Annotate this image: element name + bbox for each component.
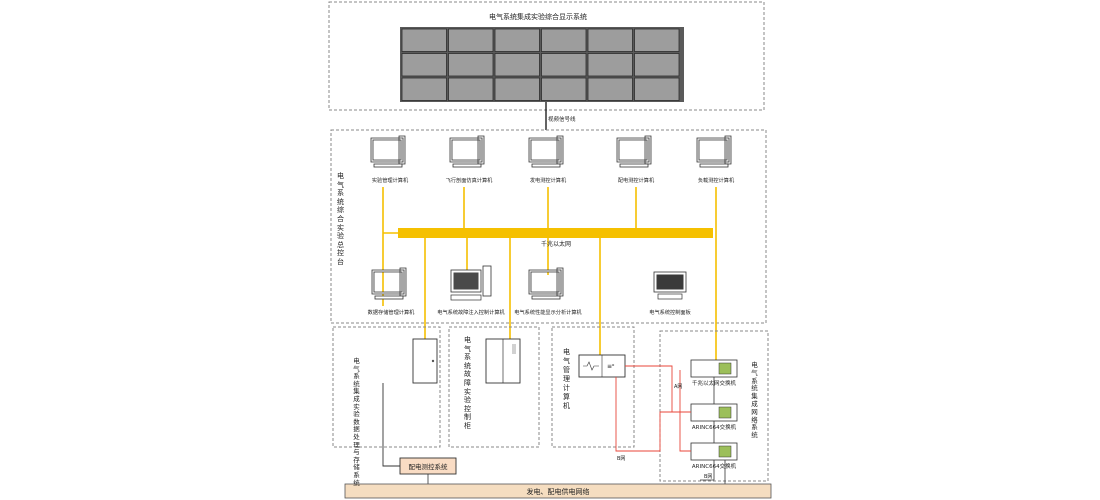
- gigabit-ethernet-bus: [398, 228, 713, 238]
- terminal-control-panel: 电气系统控制面板: [649, 271, 692, 316]
- video-wall-screen: [448, 77, 494, 101]
- terminal-label: 数据存储管理计算机: [368, 308, 416, 316]
- terminal-label: 电气系统故障注入控制计算机: [437, 308, 505, 316]
- management-computer-unit: ≡ᵒ: [578, 354, 626, 378]
- computer-monitor-icon: [371, 267, 407, 297]
- keyboard-icon: [450, 294, 482, 301]
- video-wall-screen: [448, 28, 494, 52]
- video-wall-screen: [401, 77, 447, 101]
- video-wall-screen: [587, 53, 633, 77]
- link-label-a: A网: [674, 384, 682, 390]
- terminal-load-control: 负载测控计算机: [696, 135, 735, 184]
- video-wall-screen: [494, 28, 540, 52]
- management-computer-frame: [551, 326, 635, 448]
- terminal-label: 实验管理计算机: [372, 176, 409, 184]
- link-label-b: B网: [617, 456, 625, 462]
- video-wall-screen: [494, 77, 540, 101]
- bottom-terminal-row: 数据存储管理计算机 电气系统故障注入控制计算机 电气系统性能显示分析计算机 电气…: [368, 265, 692, 316]
- video-wall-screen: [401, 28, 447, 52]
- top-terminal-row: 实验管理计算机 飞行剖面仿真计算机 发电测控计算机 配电测控计算机 负载测控计算…: [370, 135, 735, 184]
- network-system-frame: [659, 330, 769, 482]
- video-wall-screen: [634, 53, 680, 77]
- fault-cabinet-title: 电气系统故障实验控制柜: [464, 336, 471, 430]
- terminal-label: 电气系统控制面板: [649, 308, 691, 316]
- computer-monitor-icon: [528, 267, 564, 297]
- computer-monitor-icon: [528, 135, 564, 165]
- fault-control-cabinet: [485, 338, 521, 384]
- storage-to-distribution-line: [382, 383, 400, 467]
- link-label-b-2: B网: [704, 474, 712, 480]
- video-wall-screen: [587, 77, 633, 101]
- video-wall-screen: [541, 28, 587, 52]
- video-wall-screen: [494, 53, 540, 77]
- switch-port-icon: [718, 406, 732, 419]
- terminal-data-storage: 数据存储管理计算机: [368, 267, 416, 316]
- terminal-flight-profile: 飞行剖面仿真计算机: [446, 135, 494, 184]
- terminal-label: 负载测控计算机: [698, 176, 735, 184]
- svg-text:≡ᵒ: ≡ᵒ: [607, 363, 615, 370]
- computer-monitor-icon: [616, 135, 652, 165]
- terminal-label: 发电测控计算机: [530, 176, 567, 184]
- terminal-label: 飞行剖面仿真计算机: [446, 176, 494, 184]
- terminal-generation-control: 发电测控计算机: [528, 135, 567, 184]
- storage-cabinet: [412, 338, 438, 384]
- signal-wave-icon: [583, 361, 599, 371]
- computer-monitor-icon: [696, 135, 732, 165]
- fault-cabinet-frame: [448, 326, 540, 448]
- power-grid-label: 发电、配电供电网络: [527, 487, 590, 496]
- video-signal-label: 视频信号线: [548, 115, 576, 123]
- switch-port-icon: [718, 445, 732, 458]
- video-wall-screen: [401, 53, 447, 77]
- terminal-distribution-control: 配电测控计算机: [616, 135, 655, 184]
- computer-monitor-icon: [449, 135, 485, 165]
- management-computer-title: 电气管理计算机: [563, 348, 570, 410]
- terminal-performance-display: 电气系统性能显示分析计算机: [514, 267, 583, 316]
- gigabit-ethernet-label: 千兆以太网: [541, 240, 571, 248]
- console-frame: [330, 129, 767, 324]
- video-wall-screen: [448, 53, 494, 77]
- terminal-fault-injection: 电气系统故障注入控制计算机: [437, 265, 506, 316]
- terminal-label: 配电测控计算机: [618, 176, 655, 184]
- network-system-title: 电气系统集成网络系统: [751, 361, 758, 440]
- terminal-label: 电气系统性能显示分析计算机: [514, 308, 582, 316]
- network-link-dark: [700, 377, 726, 486]
- video-wall-screen: [541, 53, 587, 77]
- switch-port-icon: [718, 362, 732, 375]
- display-system-title: 电气系统集成实验综合显示系统: [489, 12, 587, 21]
- tower-case-icon: [482, 265, 492, 297]
- power-grid-bar: [344, 483, 772, 499]
- computer-monitor-icon: [370, 135, 406, 165]
- data-processing-frame: [332, 326, 441, 448]
- video-wall-screen: [634, 77, 680, 101]
- video-wall-screen: [634, 28, 680, 52]
- data-processing-title: 电气系统集成实验数据处理与存储系统: [353, 357, 360, 487]
- video-wall-screen: [587, 28, 633, 52]
- video-wall-screen: [541, 77, 587, 101]
- console-title: 电气系统综合实验总控台: [337, 172, 344, 266]
- terminal-experiment-management: 实验管理计算机: [370, 135, 409, 184]
- distribution-control-label: 配电测控系统: [409, 462, 449, 471]
- video-wall: [400, 27, 684, 102]
- arinc-links: [615, 365, 691, 452]
